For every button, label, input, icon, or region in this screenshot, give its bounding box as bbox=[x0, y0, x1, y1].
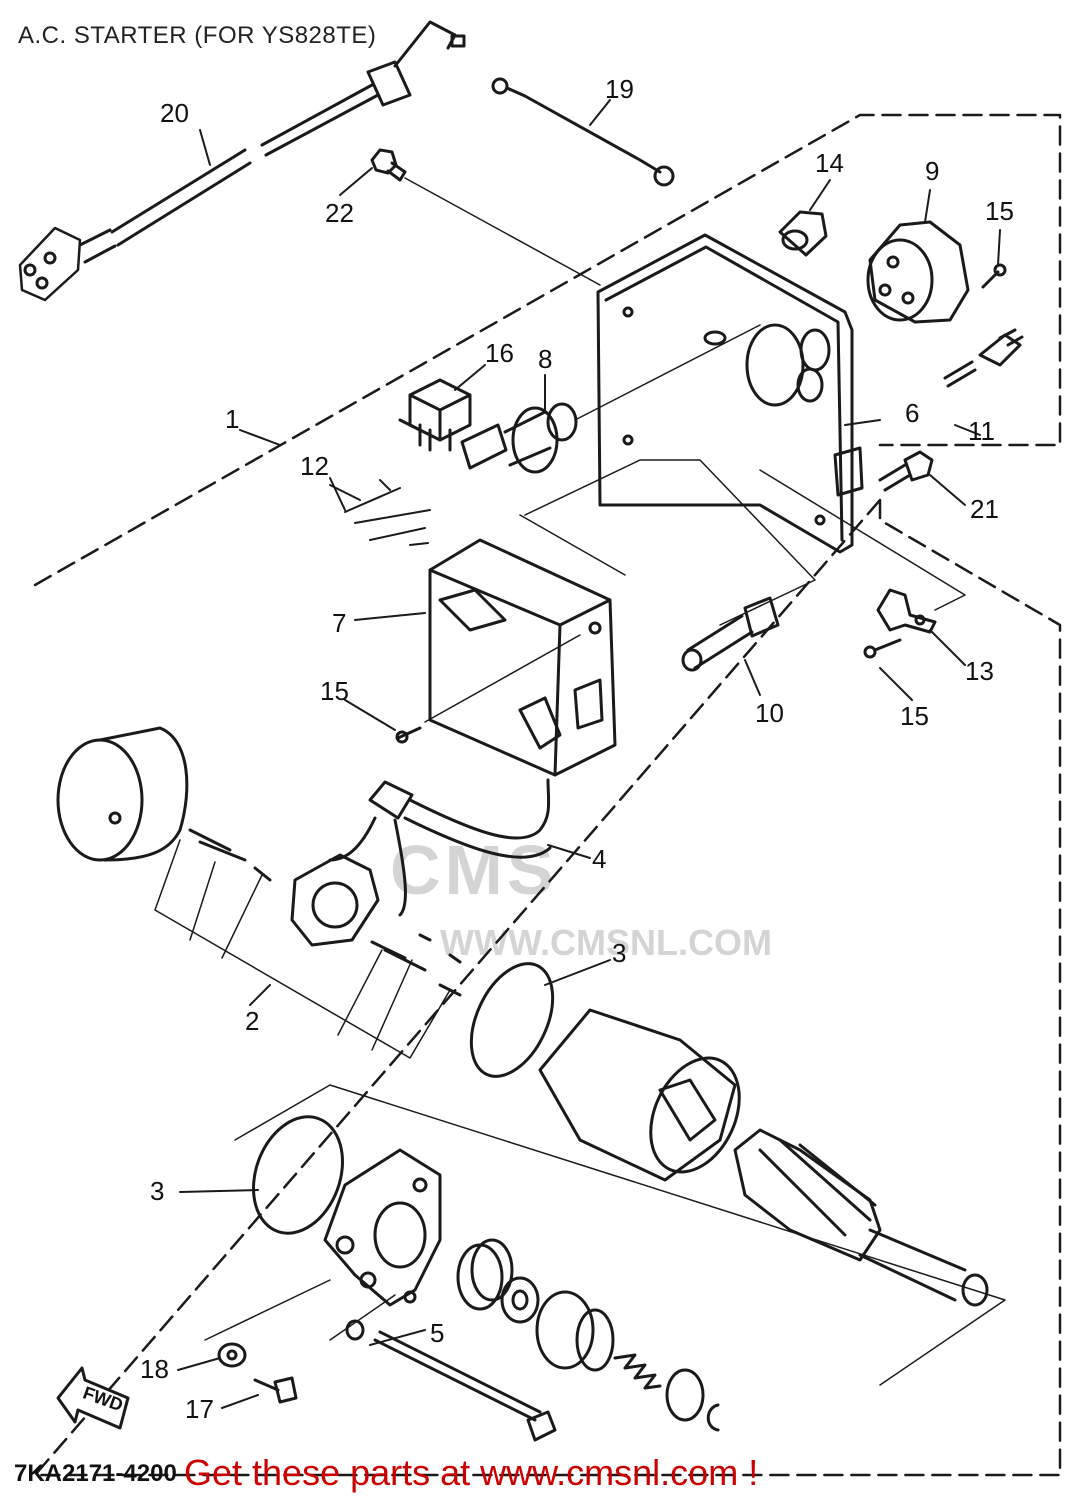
part-2-brush-plate bbox=[154, 828, 462, 1059]
part-13-clamp bbox=[863, 588, 937, 659]
callout-15-a: 15 bbox=[985, 196, 1014, 226]
part-12-terminals bbox=[329, 477, 431, 546]
callout-21: 21 bbox=[970, 494, 999, 524]
part-7-rectifier bbox=[428, 538, 617, 777]
fwd-arrow-icon: FWD bbox=[56, 1366, 130, 1430]
callout-14: 14 bbox=[815, 148, 844, 178]
callout-9: 9 bbox=[925, 156, 939, 186]
part-pinion bbox=[535, 1290, 615, 1372]
callout-8: 8 bbox=[538, 344, 552, 374]
part-22-bolt bbox=[370, 148, 601, 286]
part-armature bbox=[733, 1128, 989, 1307]
part-3-oring-lower bbox=[252, 1115, 344, 1235]
part-4-lead-cable bbox=[328, 778, 552, 917]
part-20-harness bbox=[18, 20, 466, 302]
part-yoke-cover bbox=[56, 726, 189, 862]
part-end-cover bbox=[323, 1148, 442, 1307]
callout-18: 18 bbox=[140, 1354, 169, 1384]
callout-1: 1 bbox=[225, 404, 239, 434]
callout-labels: 20 19 22 14 9 15 16 8 1 12 6 11 21 7 15 … bbox=[140, 74, 1014, 1424]
callout-12: 12 bbox=[300, 451, 329, 481]
part-clip bbox=[706, 1403, 720, 1432]
diagram-title: A.C. STARTER (FOR YS828TE) bbox=[18, 22, 377, 49]
part-washer bbox=[500, 1276, 540, 1324]
part-18-washer bbox=[217, 1342, 247, 1368]
part-19-lead-wire bbox=[491, 77, 675, 187]
part-16-connector bbox=[398, 378, 472, 452]
callout-15-c: 15 bbox=[900, 701, 929, 731]
part-collar bbox=[665, 1368, 705, 1422]
part-15-screw-b bbox=[395, 634, 581, 744]
callout-2: 2 bbox=[245, 1006, 259, 1036]
part-10-pin bbox=[681, 596, 780, 672]
watermark-logo: CMS bbox=[390, 831, 558, 909]
callout-3-b: 3 bbox=[150, 1176, 164, 1206]
callout-7: 7 bbox=[332, 608, 346, 638]
part-spring bbox=[613, 1353, 662, 1390]
part-15-screw-a bbox=[981, 263, 1007, 289]
part-14-grommet bbox=[778, 210, 828, 257]
part-yoke-housing bbox=[538, 1008, 741, 1182]
callout-17: 17 bbox=[185, 1394, 214, 1424]
callout-20: 20 bbox=[160, 98, 189, 128]
leader-lines bbox=[177, 99, 1001, 1409]
callout-16: 16 bbox=[485, 338, 514, 368]
callout-5: 5 bbox=[430, 1318, 444, 1348]
part-3-oring-upper bbox=[469, 962, 555, 1078]
promo-link[interactable]: Get these parts at www.cmsnl.com ! bbox=[184, 1452, 759, 1493]
callout-10: 10 bbox=[755, 698, 784, 728]
callout-3-a: 3 bbox=[612, 938, 626, 968]
part-21-bolt bbox=[878, 450, 934, 492]
callout-4: 4 bbox=[592, 844, 606, 874]
diagram-code: 7KA2171-4200 bbox=[14, 1460, 177, 1487]
assembly-boundary bbox=[33, 113, 1062, 1477]
callout-13: 13 bbox=[965, 656, 994, 686]
part-5-through-bolts bbox=[345, 1319, 557, 1442]
part-9-cap bbox=[866, 220, 970, 324]
callout-11: 11 bbox=[968, 416, 995, 446]
part-11-pin bbox=[943, 328, 1024, 388]
part-17-screw bbox=[253, 1376, 298, 1404]
callout-6: 6 bbox=[905, 398, 919, 428]
callout-15-b: 15 bbox=[320, 676, 349, 706]
part-6-bracket bbox=[596, 233, 864, 554]
callout-19: 19 bbox=[605, 74, 634, 104]
part-bearing bbox=[456, 1238, 514, 1311]
callout-22: 22 bbox=[325, 198, 354, 228]
part-8-solenoid bbox=[460, 324, 761, 474]
